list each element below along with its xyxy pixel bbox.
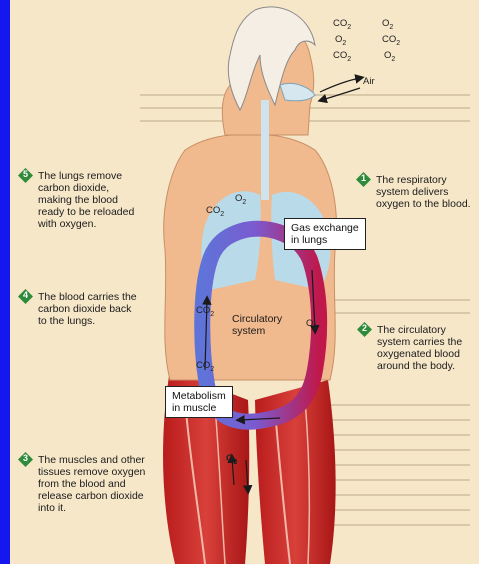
callout-3-line-2: tissues remove oxygen xyxy=(38,466,145,478)
loop-o2-label-top: O2 xyxy=(235,193,246,206)
callout-1-marker: 1 xyxy=(356,172,371,187)
metabolism-line-2: in muscle xyxy=(172,402,226,414)
gas-exchange-box: Gas exchange in lungs xyxy=(284,218,366,250)
callout-4-line-2: carbon dioxide back xyxy=(38,303,137,315)
callout-4-line-1: The blood carries the xyxy=(38,291,137,303)
callout-5-line-4: ready to be reloaded xyxy=(38,206,134,218)
circulatory-label-line-2: system xyxy=(232,325,282,337)
callout-2-marker: 2 xyxy=(357,322,372,337)
callout-3-line-1: The muscles and other xyxy=(38,454,145,466)
gas-co2-label-1: CO2 xyxy=(333,18,351,31)
callout-2-line-1: The circulatory xyxy=(377,324,462,336)
callout-5-line-2: carbon dioxide, xyxy=(38,182,134,194)
loop-co2-label-left-1: CO2 xyxy=(196,305,214,318)
metabolism-box: Metabolism in muscle xyxy=(165,386,233,418)
callout-1-line-1: The respiratory xyxy=(376,174,471,186)
callout-1-line-3: oxygen to the blood. xyxy=(376,198,471,210)
callout-4-line-3: to the lungs. xyxy=(38,315,137,327)
loop-co2-label-top: CO2 xyxy=(206,205,224,218)
callout-3-line-5: into it. xyxy=(38,502,145,514)
air-label: Air xyxy=(363,76,375,87)
gas-o2-label-3: O2 xyxy=(384,50,395,63)
callout-2-line-3: oxygenated blood xyxy=(377,348,462,360)
callout-1-text: The respiratory system delivers oxygen t… xyxy=(376,174,471,210)
callout-4-text: The blood carries the carbon dioxide bac… xyxy=(38,291,137,327)
callout-1-line-2: system delivers xyxy=(376,186,471,198)
loop-o2-label-right: O2 xyxy=(306,318,317,331)
callout-3-text: The muscles and other tissues remove oxy… xyxy=(38,454,145,514)
callout-2-text: The circulatory system carries the oxyge… xyxy=(377,324,462,372)
gas-exchange-line-2: in lungs xyxy=(291,234,359,246)
gas-o2-label-2: O2 xyxy=(335,34,346,47)
callout-5-text: The lungs remove carbon dioxide, making … xyxy=(38,170,134,230)
callout-3-line-3: from the blood and xyxy=(38,478,145,490)
callout-3-line-4: release carbon dioxide xyxy=(38,490,145,502)
metabolism-line-1: Metabolism xyxy=(172,390,226,402)
circulatory-system-label: Circulatory system xyxy=(232,313,282,337)
callout-5-line-5: with oxygen. xyxy=(38,218,134,230)
circulatory-label-line-1: Circulatory xyxy=(232,313,282,325)
callout-3-marker: 3 xyxy=(18,452,33,467)
diagram-panel: CO2 O2 O2 CO2 CO2 O2 Air CO2 O2 CO2 CO2 … xyxy=(10,0,479,564)
callout-5-line-3: making the blood xyxy=(38,194,134,206)
gas-exchange-line-1: Gas exchange xyxy=(291,222,359,234)
gas-o2-label-1: O2 xyxy=(382,18,393,31)
muscle-o2-label: O2 xyxy=(226,453,237,466)
callout-2-line-4: around the body. xyxy=(377,360,462,372)
gas-co2-label-2: CO2 xyxy=(382,34,400,47)
loop-co2-label-left-2: CO2 xyxy=(196,360,214,373)
callout-5-line-1: The lungs remove xyxy=(38,170,134,182)
callout-2-line-2: system carries the xyxy=(377,336,462,348)
gas-co2-label-3: CO2 xyxy=(333,50,351,63)
callout-5-marker: 5 xyxy=(18,168,33,183)
callout-4-marker: 4 xyxy=(18,289,33,304)
